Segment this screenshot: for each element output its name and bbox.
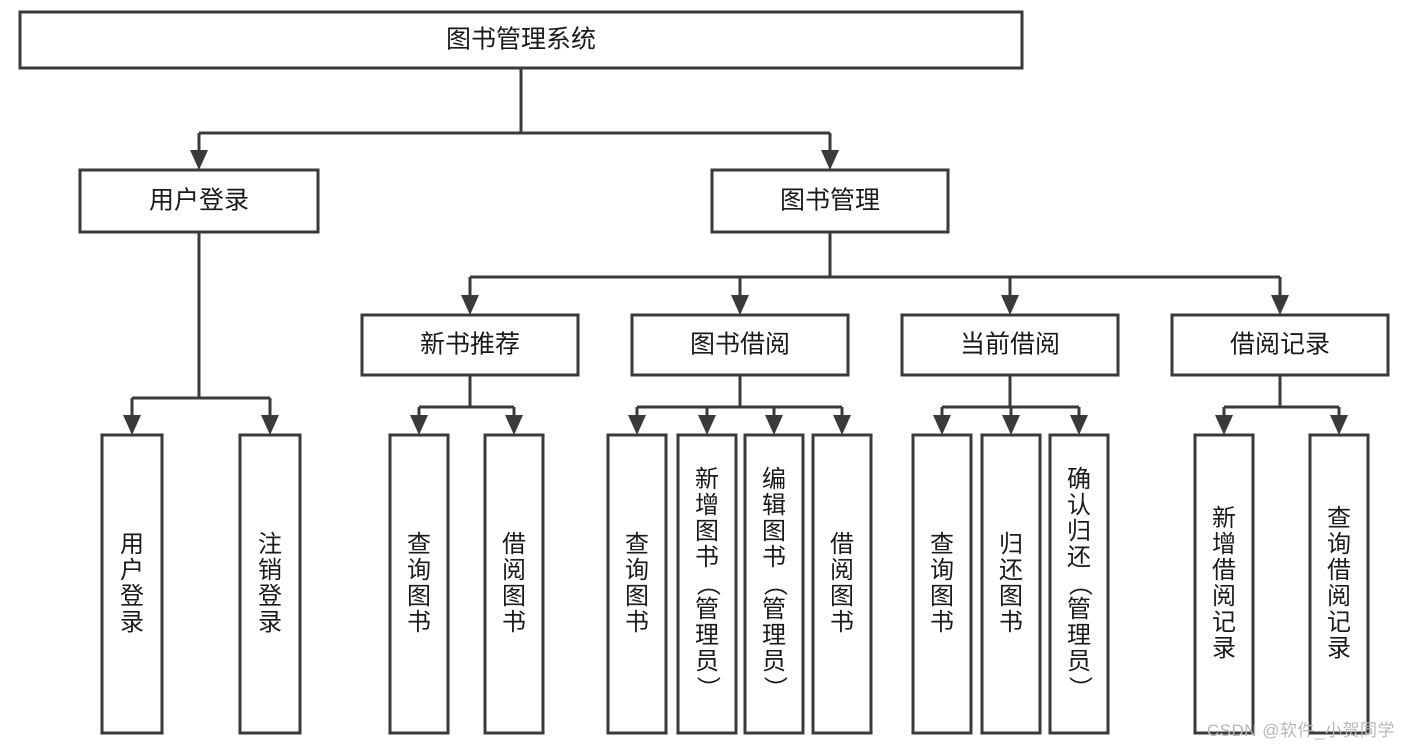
leaf-box-12[interactable] bbox=[1308, 433, 1370, 735]
level2-label-0: 用户登录 bbox=[149, 187, 249, 215]
level3-box-0[interactable] bbox=[360, 313, 580, 377]
arrow-head bbox=[461, 295, 479, 315]
watermark-credit: CSDN @软件_小贺同学 bbox=[1206, 721, 1395, 740]
arrow-head bbox=[698, 415, 716, 435]
leaf-box-6[interactable] bbox=[743, 433, 805, 735]
arrow-head bbox=[505, 415, 523, 435]
leaf-box-3[interactable] bbox=[483, 433, 545, 735]
leaf-box-8[interactable] bbox=[911, 433, 973, 735]
leaf-box-0[interactable] bbox=[100, 433, 164, 735]
arrow-head bbox=[765, 415, 783, 435]
arrow-head bbox=[933, 415, 951, 435]
root-box-0[interactable] bbox=[18, 10, 1024, 70]
leaf-box-10[interactable] bbox=[1048, 433, 1110, 735]
level3-label-1: 图书借阅 bbox=[690, 331, 790, 359]
level3-box-2[interactable] bbox=[900, 313, 1120, 377]
leaf-box-2[interactable] bbox=[388, 433, 450, 735]
arrow-head bbox=[1271, 295, 1289, 315]
level3-label-3: 借阅记录 bbox=[1230, 331, 1330, 359]
arrow-head bbox=[1002, 415, 1020, 435]
leaf-box-1[interactable] bbox=[238, 433, 302, 735]
arrow-head bbox=[821, 150, 839, 170]
arrow-head bbox=[1330, 415, 1348, 435]
level3-box-3[interactable] bbox=[1170, 313, 1390, 377]
arrow-head bbox=[833, 415, 851, 435]
leaf-box-4[interactable] bbox=[606, 433, 668, 735]
leaf-box-5[interactable] bbox=[676, 433, 738, 735]
arrow-head bbox=[190, 150, 208, 170]
leaf-box-11[interactable] bbox=[1193, 433, 1255, 735]
arrow-head bbox=[731, 295, 749, 315]
node-box-layer bbox=[18, 10, 1390, 735]
connector-layer bbox=[123, 68, 1348, 435]
arrow-head bbox=[261, 415, 279, 435]
root-label-0: 图书管理系统 bbox=[446, 26, 596, 54]
level2-label-1: 图书管理 bbox=[780, 187, 880, 215]
level3-label-0: 新书推荐 bbox=[420, 331, 520, 359]
level3-label-2: 当前借阅 bbox=[960, 331, 1060, 359]
arrow-head bbox=[1001, 295, 1019, 315]
arrow-head bbox=[628, 415, 646, 435]
arrow-head bbox=[1070, 415, 1088, 435]
leaf-box-7[interactable] bbox=[811, 433, 873, 735]
level2-box-1[interactable] bbox=[710, 168, 950, 234]
level3-box-1[interactable] bbox=[630, 313, 850, 377]
level2-box-0[interactable] bbox=[78, 168, 320, 234]
arrow-head bbox=[1215, 415, 1233, 435]
arrow-head bbox=[123, 415, 141, 435]
arrow-head bbox=[410, 415, 428, 435]
leaf-box-9[interactable] bbox=[980, 433, 1042, 735]
